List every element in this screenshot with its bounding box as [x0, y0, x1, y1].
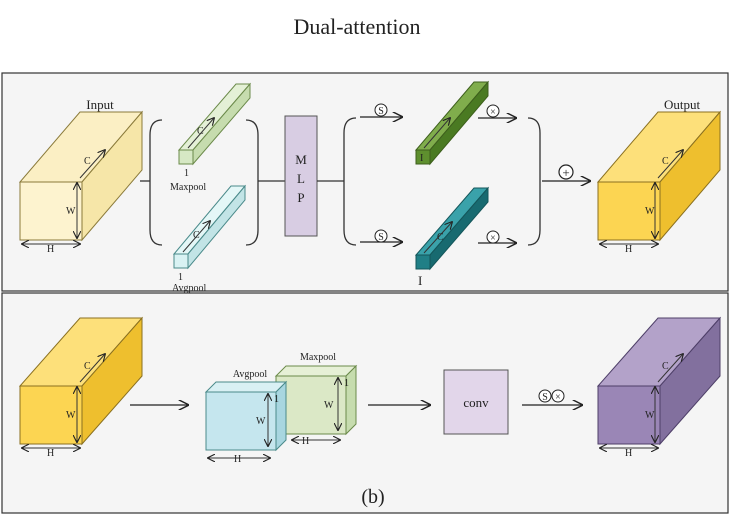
sigmoid-symbol-bottom: S — [378, 232, 384, 243]
bottom-input-w-label: W — [66, 410, 76, 421]
maxpool-one-label: 1 — [184, 168, 189, 179]
input-c-label: C — [84, 156, 91, 167]
bottom-input-c-label: C — [84, 361, 91, 372]
multiply-icon — [486, 104, 500, 118]
bottom-output-w-label: W — [645, 410, 655, 421]
mlp-letter-l: L — [297, 171, 305, 186]
teal-c-label: C — [437, 232, 444, 243]
input-w-label: W — [66, 206, 76, 217]
right-bracket-open — [343, 117, 357, 246]
avgpool-one-label: 1 — [178, 272, 183, 283]
bottom-multiply-symbol: × — [555, 392, 561, 403]
multiply-icon — [551, 389, 565, 403]
output-cuboid — [596, 110, 722, 242]
maxpool-map — [274, 364, 358, 436]
conv-block — [443, 369, 509, 435]
figure-title: Dual-attention — [293, 14, 420, 39]
multiply-icon — [486, 230, 500, 244]
multiply-symbol-top: × — [490, 107, 496, 118]
maxpool-c-label: C — [197, 126, 204, 137]
sigmoid-icon — [374, 229, 388, 243]
maxpool-map-one: 1 — [344, 378, 349, 389]
multiply-symbol-bottom: × — [490, 233, 496, 244]
avgpool-c-label: C — [193, 230, 200, 241]
green-vec-one: I — [420, 153, 423, 164]
avgpool-map-w: W — [256, 416, 266, 427]
bottom-output-h-label: H — [625, 448, 632, 459]
avgpool-map-h: H — [234, 454, 241, 465]
left-bracket-close — [245, 119, 259, 246]
bottom-input-h-label: H — [47, 448, 54, 459]
avgpool-map — [204, 380, 288, 452]
maxpool-map-h: H — [302, 436, 309, 447]
green-attention-vector — [414, 80, 490, 166]
add-icon — [558, 164, 574, 180]
maxpool-map-w: W — [324, 400, 334, 411]
avgpool-label: Avgpool — [172, 283, 206, 294]
input-label: Input — [86, 97, 114, 112]
bottom-output-cuboid — [596, 316, 722, 446]
bottom-avgpool-label: Avgpool — [233, 369, 267, 380]
mlp-block — [284, 115, 318, 237]
output-w-label: W — [645, 206, 655, 217]
avgpool-map-one: 1 — [274, 394, 279, 405]
bottom-sigmoid-symbol: S — [542, 392, 548, 403]
output-h-label: H — [625, 244, 632, 255]
teal-vec-one: I — [418, 273, 422, 288]
input-h-label: H — [47, 244, 54, 255]
mlp-letter-m: M — [295, 152, 307, 167]
right-bracket-close — [527, 117, 541, 246]
bottom-input-cuboid — [18, 316, 144, 446]
input-cuboid — [18, 110, 144, 242]
bottom-output-c-label: C — [662, 361, 669, 372]
panel-caption: (b) — [361, 486, 384, 508]
mlp-letter-p: P — [297, 190, 304, 205]
maxpool-label: Maxpool — [170, 182, 206, 193]
sigmoid-icon — [374, 103, 388, 117]
left-bracket-open — [149, 119, 163, 246]
output-c-label: C — [662, 156, 669, 167]
bottom-maxpool-label: Maxpool — [300, 352, 336, 363]
conv-label: conv — [463, 395, 489, 410]
sigmoid-symbol-top: S — [378, 106, 384, 117]
output-label: Output — [664, 97, 701, 112]
sigmoid-icon — [538, 389, 552, 403]
add-symbol: + — [562, 165, 569, 180]
